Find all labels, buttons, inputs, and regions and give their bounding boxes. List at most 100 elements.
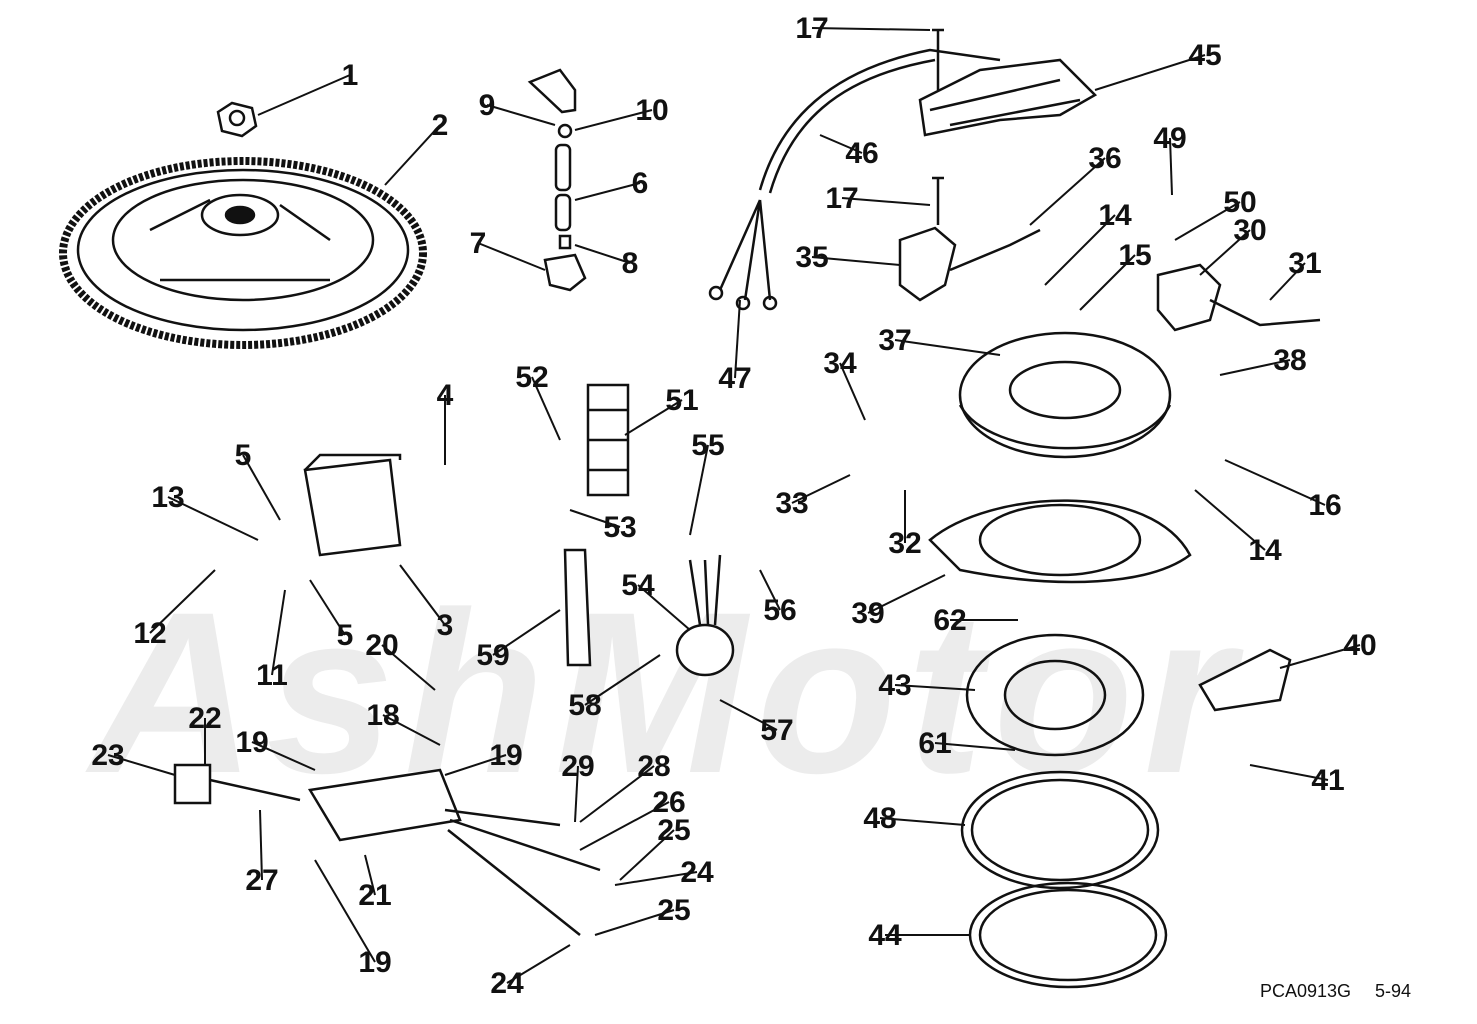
leader-line-54 <box>637 584 691 631</box>
part-boot-top <box>527 68 577 139</box>
callout-25: 25 <box>657 894 690 927</box>
leader-line-51 <box>624 399 683 436</box>
part-ring-48 <box>960 770 1160 890</box>
callout-58: 58 <box>568 689 601 722</box>
drawing-date: 5-94 <box>1375 981 1412 1001</box>
callout-31: 31 <box>1288 247 1321 280</box>
part-ignition-module <box>173 763 601 936</box>
leader-line-5 <box>242 454 281 521</box>
callout-22: 22 <box>188 702 221 735</box>
leader-line-9 <box>486 104 556 126</box>
leader-line-3 <box>399 564 446 626</box>
leader-line-20 <box>381 644 436 691</box>
callout-55: 55 <box>691 429 724 462</box>
callout-27: 27 <box>245 864 278 897</box>
part-boot-bottom <box>543 234 587 292</box>
leader-line-23 <box>107 754 176 776</box>
leader-line-15 <box>1079 254 1136 311</box>
callout-44: 44 <box>868 919 902 952</box>
callout-14: 14 <box>1248 534 1282 567</box>
leader-line-57 <box>719 699 778 731</box>
leader-line-26 <box>579 801 670 851</box>
part-magnet <box>1198 648 1292 712</box>
leader-line-58 <box>584 654 661 706</box>
leader-line-47 <box>734 299 741 379</box>
leader-line-2 <box>384 124 441 186</box>
callout-25: 25 <box>657 814 690 847</box>
callout-5: 5 <box>235 439 252 472</box>
callout-39: 39 <box>851 597 884 630</box>
callout-14: 14 <box>1098 199 1132 232</box>
callout-13: 13 <box>151 481 184 514</box>
leader-line-19 <box>251 741 316 771</box>
callout-43: 43 <box>878 669 911 702</box>
part-mount-plate <box>928 499 1192 584</box>
leader-line-29 <box>574 765 579 823</box>
callout-51: 51 <box>665 384 698 417</box>
callout-3: 3 <box>437 609 454 642</box>
callout-15: 15 <box>1118 239 1151 272</box>
callout-45: 45 <box>1188 39 1221 72</box>
callout-19: 19 <box>489 739 522 772</box>
leader-line-14 <box>1194 489 1266 551</box>
leader-line-10 <box>574 109 653 131</box>
callout-38: 38 <box>1273 344 1306 377</box>
callout-33: 33 <box>775 487 808 520</box>
leader-line-43 <box>894 684 976 691</box>
callout-48: 48 <box>863 802 896 835</box>
callout-18: 18 <box>366 699 399 732</box>
leader-line-36 <box>1029 157 1106 226</box>
callout-56: 56 <box>763 594 796 627</box>
leader-line-37 <box>894 339 1001 356</box>
callout-54: 54 <box>621 569 655 602</box>
drawing-code: PCA0913G <box>1260 981 1352 1001</box>
leader-line-40 <box>1279 644 1361 669</box>
callout-12: 12 <box>133 617 166 650</box>
part-tubes <box>554 143 572 232</box>
callout-59: 59 <box>476 639 509 672</box>
leader-line-45 <box>1094 54 1206 91</box>
part-ring-44 <box>968 881 1168 989</box>
callout-37: 37 <box>878 324 911 357</box>
leader-line-28 <box>579 765 655 823</box>
callout-6: 6 <box>632 167 649 200</box>
leader-line-24 <box>506 944 571 984</box>
callout-35: 35 <box>795 241 828 274</box>
callout-40: 40 <box>1343 629 1376 662</box>
leader-line-59 <box>492 609 561 656</box>
callout-19: 19 <box>235 726 268 759</box>
leader-line-50 <box>1174 201 1241 241</box>
callout-8: 8 <box>622 247 639 280</box>
callout-17: 17 <box>795 12 828 45</box>
callout-2: 2 <box>432 109 449 142</box>
leader-line-8 <box>574 244 631 264</box>
callout-61: 61 <box>918 727 951 760</box>
part-ring-plate <box>965 633 1145 757</box>
callout-52: 52 <box>515 361 548 394</box>
part-screws <box>932 28 944 225</box>
leader-line-12 <box>149 569 216 634</box>
callout-24: 24 <box>680 856 714 889</box>
leader-line-19 <box>314 859 376 963</box>
part-flywheel <box>59 157 427 349</box>
callout-49: 49 <box>1153 122 1186 155</box>
callout-20: 20 <box>365 629 398 662</box>
callout-57: 57 <box>760 714 793 747</box>
callout-28: 28 <box>637 750 670 783</box>
leader-line-17 <box>841 197 931 206</box>
leader-line-6 <box>574 182 641 201</box>
callout-26: 26 <box>652 786 685 819</box>
leader-line-27 <box>259 809 263 881</box>
callout-11: 11 <box>256 659 288 692</box>
leader-line-11 <box>271 589 286 676</box>
leader-line-61 <box>934 742 1016 751</box>
callout-24: 24 <box>490 967 524 1000</box>
leader-line-53 <box>569 509 621 528</box>
callout-21: 21 <box>358 879 391 912</box>
part-nut <box>216 101 258 138</box>
callout-10: 10 <box>635 94 668 127</box>
leader-line-1 <box>257 74 351 116</box>
callout-46: 46 <box>845 137 878 170</box>
